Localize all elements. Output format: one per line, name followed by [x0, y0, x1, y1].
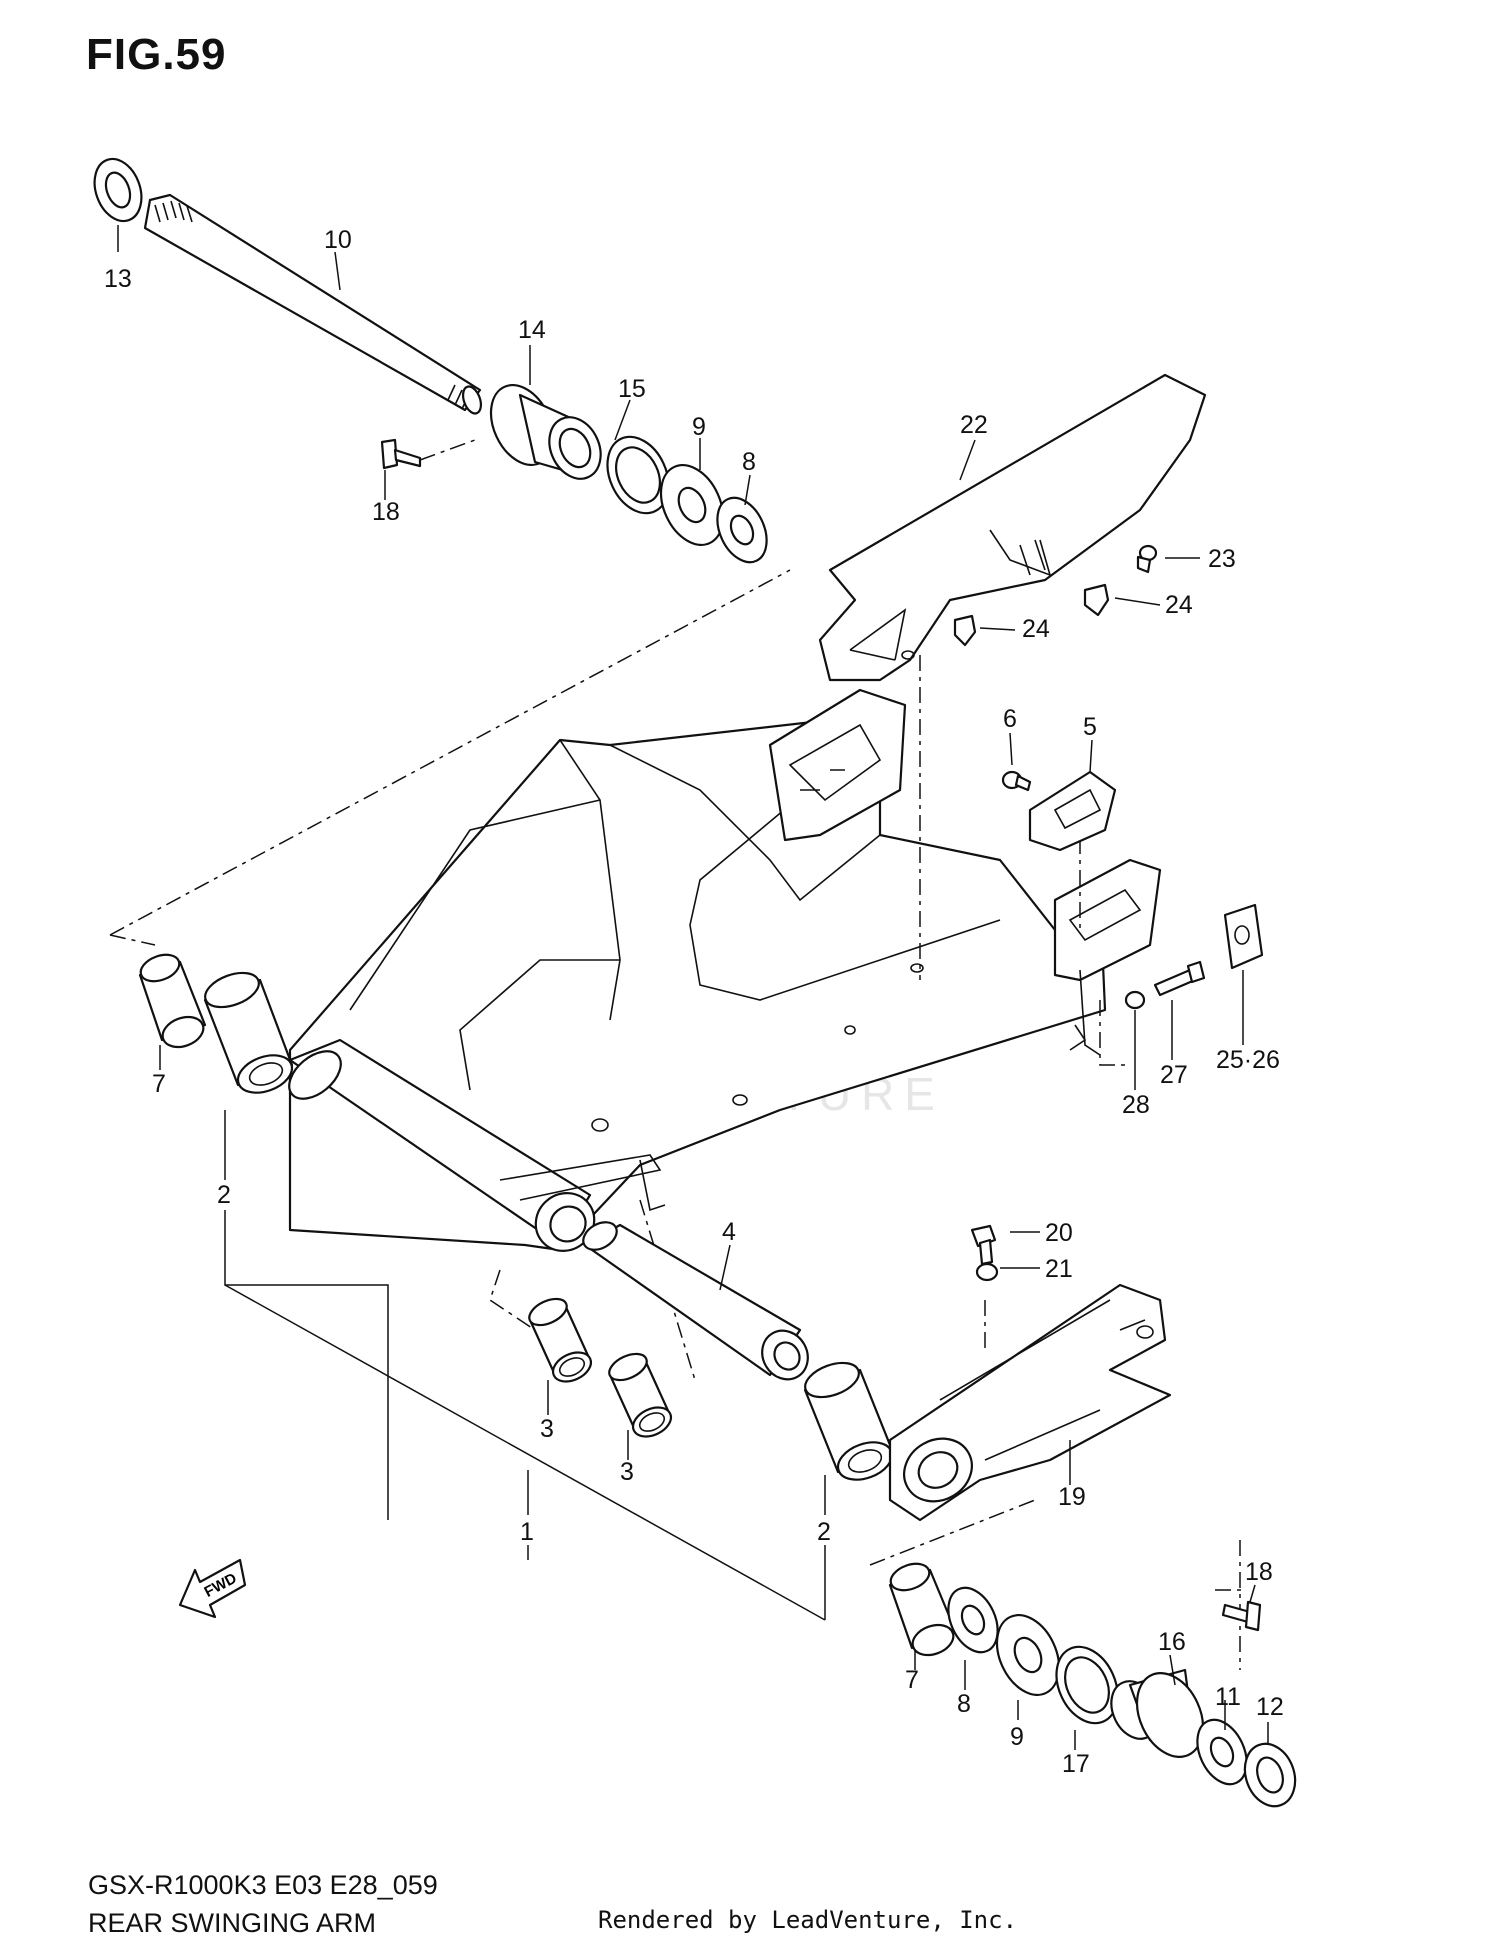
callout-18-lower: 18: [1245, 1558, 1273, 1586]
forward-direction-arrow: FWD: [178, 1558, 247, 1619]
bolt-part-20: [970, 1224, 997, 1266]
callout-11: 11: [1215, 1683, 1241, 1711]
washer-part-28: [1124, 990, 1146, 1010]
callout-3-left: 3: [540, 1415, 554, 1443]
callout-19: 19: [1058, 1483, 1086, 1511]
adjuster-part-25-26: [1223, 903, 1264, 970]
callout-9-upper: 9: [692, 413, 706, 441]
callout-2-right: 2: [817, 1518, 831, 1546]
swingarm-body-part-1: [288, 688, 1162, 1252]
callout-8-upper: 8: [742, 448, 756, 476]
callout-17: 17: [1062, 1750, 1090, 1778]
needle-bearing-part-2-right: [803, 1361, 894, 1481]
callout-4: 4: [722, 1218, 736, 1246]
callout-5: 5: [1083, 713, 1097, 741]
callout-numbers: 13 10 14 15 9 8 18 22 23 24 24 6 5 25·26…: [104, 226, 1284, 1778]
plate-part-5: [1028, 770, 1117, 852]
callout-7-right: 7: [905, 1666, 919, 1694]
callout-2-left: 2: [217, 1181, 231, 1209]
callout-9-lower: 9: [1010, 1723, 1024, 1751]
needle-bearing-part-3-right: [608, 1352, 673, 1438]
screw-part-18-lower: [1221, 1600, 1262, 1632]
rendered-by-credit: Rendered by LeadVenture, Inc.: [598, 1906, 1018, 1934]
callout-27: 27: [1160, 1061, 1188, 1089]
bolt-part-6: [1001, 770, 1032, 792]
clip-part-24-left: [953, 614, 977, 647]
callout-16: 16: [1158, 1628, 1186, 1656]
bushing-part-7-right: [888, 1562, 957, 1657]
screw-part-23: [1136, 544, 1158, 574]
callout-28: 28: [1122, 1091, 1150, 1119]
washer-part-9-upper: [659, 464, 725, 546]
washer-part-8-lower: [947, 1586, 999, 1654]
callout-8-lower: 8: [957, 1690, 971, 1718]
washer-part-9-lower: [995, 1614, 1061, 1696]
callout-12: 12: [1256, 1693, 1284, 1721]
leader-lines: [117, 225, 1269, 1750]
callout-14: 14: [518, 316, 546, 344]
pivot-shaft-part-10: [93, 157, 483, 415]
callout-22: 22: [960, 411, 988, 439]
pivot-collar-part-14: [489, 384, 602, 480]
callout-20: 20: [1045, 1219, 1073, 1247]
callout-23: 23: [1208, 545, 1236, 573]
spacer-tube-part-4: [582, 1221, 809, 1381]
callout-6: 6: [1003, 705, 1017, 733]
callout-7-left: 7: [152, 1070, 166, 1098]
nut-part-12: [1243, 1742, 1297, 1808]
needle-bearing-part-3-left: [528, 1297, 593, 1383]
bushing-part-7-left: [138, 953, 207, 1049]
washer-part-11: [1196, 1718, 1248, 1786]
callout-24-right: 24: [1165, 591, 1193, 619]
model-code: GSX-R1000K3 E03 E28_059: [88, 1870, 438, 1900]
clip-part-24-right: [1083, 583, 1110, 617]
washer-part-21: [975, 1262, 999, 1282]
pivot-collar-part-16: [1110, 1668, 1205, 1758]
callout-3-right: 3: [620, 1458, 634, 1486]
chain-guide-part-19: [888, 1283, 1172, 1522]
screw-part-18-upper: [380, 438, 422, 470]
callout-10: 10: [324, 226, 352, 254]
figure-title: FIG.59: [86, 30, 227, 79]
callout-21: 21: [1045, 1255, 1073, 1283]
callout-25-26: 25·26: [1216, 1046, 1280, 1074]
needle-bearing-part-2-left: [203, 971, 294, 1094]
callout-15: 15: [618, 375, 646, 403]
callout-24-left: 24: [1022, 615, 1050, 643]
callout-1: 1: [520, 1518, 534, 1546]
dust-seal-part-17: [1055, 1645, 1119, 1725]
chain-case-part-22: [818, 373, 1207, 682]
callout-18-upper: 18: [372, 498, 400, 526]
bolt-part-27: [1153, 960, 1206, 997]
dust-seal-part-15: [606, 435, 670, 515]
callout-13: 13: [104, 265, 132, 293]
washer-part-8-upper: [716, 496, 768, 564]
diagram-title: REAR SWINGING ARM: [88, 1908, 377, 1938]
